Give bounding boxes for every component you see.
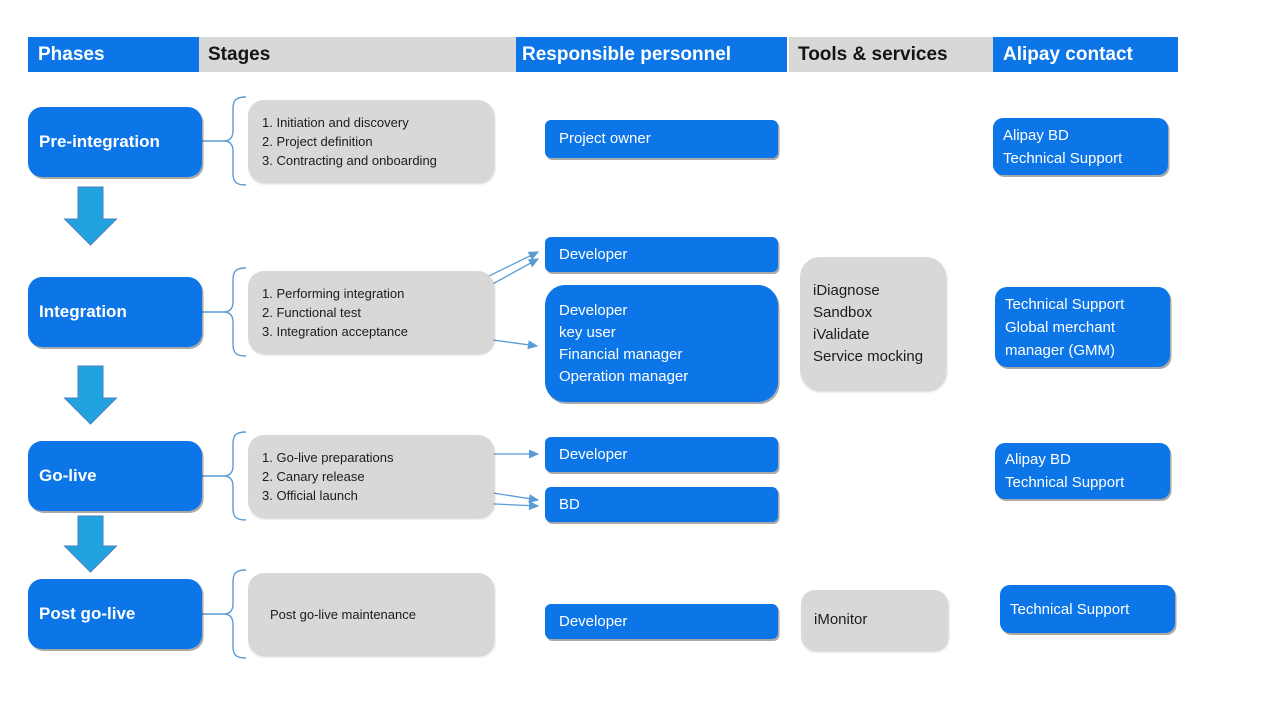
stage-item: 2. Functional test xyxy=(262,304,361,320)
stage-item: 3. Integration acceptance xyxy=(262,323,408,339)
stage-item: 1. Initiation and discovery xyxy=(262,114,409,130)
stage-item: Post go-live maintenance xyxy=(270,606,416,622)
stage-box-go-live: 1. Go-live preparations 2. Canary releas… xyxy=(248,435,494,517)
stage-item: 2. Canary release xyxy=(262,468,365,484)
personnel-label: Project owner xyxy=(559,130,651,147)
phase-label: Post go-live xyxy=(39,604,136,623)
personnel-box-developer-go-live: Developer xyxy=(545,437,778,472)
contact-label: Alipay BD xyxy=(1005,451,1071,468)
stage-box-post-go-live: Post go-live maintenance xyxy=(248,573,494,655)
phase-label: Go-live xyxy=(39,466,97,485)
header-contact: Alipay contact xyxy=(993,37,1178,72)
flow-down-arrow-3 xyxy=(63,515,118,573)
contact-label: Technical Support xyxy=(1005,295,1125,313)
header-stages: Stages xyxy=(199,37,525,72)
contact-box-integration: Technical Support Global merchant manage… xyxy=(995,287,1170,367)
personnel-box-developer-integration: Developer xyxy=(545,237,778,272)
phase-box-post-go-live: Post go-live xyxy=(28,579,202,649)
contact-label: Technical Support xyxy=(1003,149,1123,167)
tools-box-post-go-live: iMonitor xyxy=(801,590,948,650)
personnel-label: Developer xyxy=(559,445,628,463)
contact-label: Global merchant xyxy=(1005,318,1116,336)
stage-item: 3. Contracting and onboarding xyxy=(262,152,437,168)
personnel-box-bd: BD xyxy=(545,487,778,522)
stage-item: 3. Official launch xyxy=(262,487,358,503)
stage-item: 1. Performing integration xyxy=(262,285,405,301)
brace-connector-go-live xyxy=(202,431,247,521)
brace-connector-pre-integration xyxy=(202,96,247,186)
brace-connector-integration xyxy=(202,267,247,357)
stage-box-pre-integration: 1. Initiation and discovery 2. Project d… xyxy=(248,100,494,182)
contact-label: manager (GMM) xyxy=(1005,341,1116,359)
personnel-label: key user xyxy=(559,323,616,341)
tools-box-integration: iDiagnose Sandbox iValidate Service mock… xyxy=(800,257,946,390)
stage-item: 2. Project definition xyxy=(262,133,373,149)
header-phases: Phases xyxy=(28,37,209,72)
phase-label: Integration xyxy=(39,302,127,321)
header-responsible: Responsible personnel xyxy=(516,37,787,72)
contact-box-post-go-live: Technical Support xyxy=(1000,585,1175,633)
stage-box-integration: 1. Performing integration 2. Functional … xyxy=(248,271,494,353)
phase-box-go-live: Go-live xyxy=(28,441,202,511)
flow-down-arrow-1 xyxy=(63,186,118,246)
contact-label: Alipay BD xyxy=(1003,126,1069,144)
personnel-label: BD xyxy=(559,495,580,513)
stage-item: 1. Go-live preparations xyxy=(262,449,394,465)
tool-item: iValidate xyxy=(813,325,870,343)
contact-box-pre-integration: Alipay BD Technical Support xyxy=(993,118,1168,175)
phase-box-integration: Integration xyxy=(28,277,202,347)
personnel-label: Developer xyxy=(559,301,628,319)
personnel-label: Financial manager xyxy=(559,345,683,363)
personnel-box-project-owner: Project owner xyxy=(545,120,778,158)
tool-item: iDiagnose xyxy=(813,281,880,299)
contact-box-go-live: Alipay BD Technical Support xyxy=(995,443,1170,499)
contact-label: Technical Support xyxy=(1010,600,1130,618)
personnel-label: Operation manager xyxy=(559,367,689,385)
personnel-label: Developer xyxy=(559,245,628,263)
brace-connector-post-go-live xyxy=(202,569,247,659)
phase-label: Pre-integration xyxy=(39,132,160,151)
phase-box-pre-integration: Pre-integration xyxy=(28,107,202,177)
flow-down-arrow-2 xyxy=(63,365,118,425)
tool-item: Sandbox xyxy=(813,303,873,321)
tool-item: Service mocking xyxy=(813,347,924,365)
tool-item: iMonitor xyxy=(814,611,868,628)
personnel-box-integration-team: Developer key user Financial manager Ope… xyxy=(545,285,778,402)
personnel-box-developer-post-go-live: Developer xyxy=(545,604,778,639)
header-tools: Tools & services xyxy=(789,37,994,72)
personnel-label: Developer xyxy=(559,612,628,630)
contact-label: Technical Support xyxy=(1005,474,1125,491)
